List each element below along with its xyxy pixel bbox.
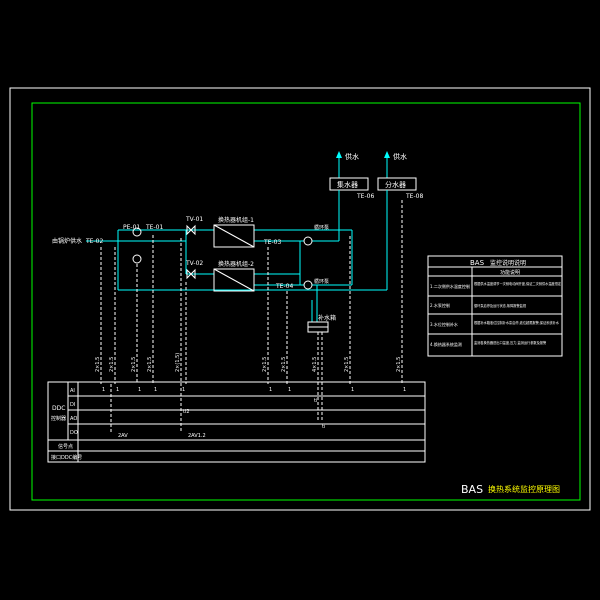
legend-row-name: 1.二次侧供水温度控制 [430,283,470,289]
collector-label: 集水器 [337,180,358,189]
legend-row-desc: 根据补水箱液位控制补水泵启停,液位超限报警,保证系统补水 [474,320,560,325]
distributor-box [377,177,417,191]
signal-label: 2×(1.5) [175,353,181,372]
arrow-up-icon [336,151,342,158]
signal-label: 2×1.5 [95,357,101,372]
ao-left-mark: 2AV [118,433,128,439]
heat-exchanger-2 [213,268,255,292]
pump-icon [303,280,313,290]
top-outlets: 供水 供水 集水器 分水器 TE-06 TE-08 [329,151,423,200]
te01-label: TE-01 [145,224,163,231]
supply-right-label: 供水 [393,152,407,161]
title-text: 换热系统监控原理图 [488,484,560,494]
signal-labels: 2×1.5 2×1.5 2×1.5 2×1.5 2×(1.5) 2×1.5 2×… [95,353,402,372]
pressure-gauge-icon [132,227,142,237]
legend-row-desc: 循环泵启停及运行状态,故障报警监视 [474,303,527,308]
table-footer-label: 接口DDC编号 [51,454,82,461]
io-table-text: DDC 控制器 AI DI AO DO 信号点 接口DDC编号 2AV 2AV1… [51,387,406,461]
signal-label: 2×1.5 [147,357,153,372]
signal-lines [100,200,403,433]
signal-label: 2×1.5 [109,357,115,372]
legend-row-desc: 监测各换热器进出口温度,压力,监测运行参数及报警 [474,340,547,345]
heat-exchanger-1 [213,224,255,248]
point-label: 1 [154,387,157,393]
pump2-label: 循环泵 [314,278,329,285]
pressure-gauge-icon [132,254,142,264]
te04-label: TE-04 [275,283,293,290]
distributor-label: 分水器 [385,180,406,189]
valve-icon [186,268,196,280]
ai-mark: ti [314,398,317,404]
legend-table [427,255,563,357]
di-mark: ti2 [183,409,190,415]
process-labels: 由锅炉供水 TE-02 PE-01 TE-01 TV-01 TV-02 TE-0… [52,216,336,322]
point-label: 1 [182,387,185,393]
title-bas: BAS [461,483,483,496]
collector-box [329,177,369,191]
heat-exchangers: 换热器机组-1 换热器机组-2 [213,216,255,292]
legend-row-name: 4.换热器系统监测 [430,341,462,347]
signal-label: 2×1.5 [281,357,287,372]
pump-icon [303,236,313,246]
arrow-up-icon [384,151,390,158]
legend-row-name: 3.水位控制补水 [430,321,458,327]
title-block: BAS 换热系统监控原理图 [461,483,560,496]
row-label-ai: AI [70,388,75,394]
point-label: 1 [138,387,141,393]
te06-label: TE-06 [356,193,374,200]
table-footer-label: 信号点 [58,443,73,450]
pump1-label: 循环泵 [314,224,329,231]
instruments [132,224,329,333]
pe01-label: PE-01 [123,224,140,231]
signal-label: 2×1.5 [262,357,268,372]
legend-text: BAS 监控说明说明 功能说明 1.二次侧供水温度控制 根据供水温度调节一次侧电… [430,259,562,347]
legend-row-desc: 根据供水温度调节一次侧电动阀开度,保证二次侧供水温度恒定 [474,281,562,286]
ao-right-mark: 2AV1.2 [188,433,206,439]
outer-frame [9,87,591,511]
process-piping [86,190,388,322]
legend-subtitle: 监控说明说明 [490,259,526,267]
signal-label: 4×1.5 [312,357,318,372]
point-label: 1 [116,387,119,393]
row-label-do: DO [70,430,78,436]
hx1-label: 换热器机组-1 [218,216,254,224]
te03-label: TE-03 [263,239,281,246]
point-label: 1 [403,387,406,393]
point-label: 1 [102,387,105,393]
signal-label: 2×1.5 [396,357,402,372]
tv01-label: TV-01 [185,216,203,223]
signal-label: 2×1.5 [344,357,350,372]
inner-frame [31,102,581,501]
te02-label: TE-02 [85,238,103,245]
tv02-label: TV-02 [185,260,203,267]
supply-left-label: 供水 [345,152,359,161]
point-label: 1 [351,387,354,393]
te08-label: TE-08 [405,193,423,200]
legend-title: BAS [470,259,485,267]
do-mark: ti [322,424,325,430]
legend-col-header: 功能说明 [500,269,520,276]
table-side-label: 控制器 [51,415,66,422]
row-label-di: DI [70,402,75,408]
hx2-label: 换热器机组-2 [218,260,254,268]
row-label-ao: AO [70,416,77,422]
point-label: 1 [288,387,291,393]
tank-label: 补水箱 [318,314,336,322]
inlet-label: 由锅炉供水 [52,237,82,245]
table-side-label: DDC [52,405,65,412]
signal-label: 2×1.5 [131,357,137,372]
io-table [47,381,426,463]
valve-icon [186,224,196,236]
legend-row-name: 2.水泵控制 [430,302,450,308]
point-label: 1 [269,387,272,393]
